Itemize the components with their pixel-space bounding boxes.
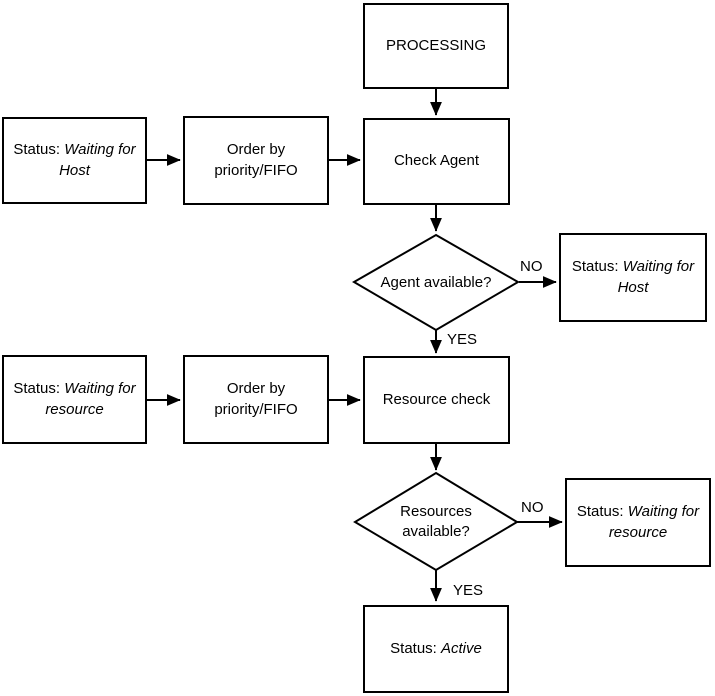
node-check-agent-label: Check Agent bbox=[393, 152, 480, 170]
decision-diamond-resources-available bbox=[353, 471, 519, 572]
node-processing: PROCESSING bbox=[363, 3, 509, 89]
edge-label-resources-yes: YES bbox=[453, 582, 484, 599]
edge-label-agent-no: NO bbox=[520, 258, 543, 275]
node-status-waiting-resource-left: Status: Waiting for resource bbox=[2, 355, 147, 444]
node-status-waiting-resource-right-label: Status: Waiting for resource bbox=[576, 503, 700, 541]
node-status-waiting-host-right-label: Status: Waiting for Host bbox=[571, 258, 695, 296]
node-resource-check: Resource check bbox=[363, 356, 510, 444]
node-status-active-label: Status: Active bbox=[390, 639, 482, 657]
node-check-agent: Check Agent bbox=[363, 118, 510, 205]
node-processing-label: PROCESSING bbox=[385, 36, 487, 54]
node-status-waiting-host-left-label: Status: Waiting for Host bbox=[13, 141, 136, 179]
node-status-waiting-host-left: Status: Waiting for Host bbox=[2, 117, 147, 204]
edge-label-resources-no: NO bbox=[521, 499, 544, 516]
node-status-waiting-resource-left-label: Status: Waiting for resource bbox=[13, 380, 136, 418]
node-status-waiting-host-right: Status: Waiting for Host bbox=[559, 233, 707, 322]
node-resource-check-label: Resource check bbox=[382, 390, 491, 408]
edge-label-agent-yes: YES bbox=[447, 331, 478, 348]
node-status-active: Status: Active bbox=[363, 605, 509, 693]
decision-diamond-agent-available bbox=[352, 233, 520, 332]
node-status-waiting-resource-right: Status: Waiting for resource bbox=[565, 478, 711, 567]
